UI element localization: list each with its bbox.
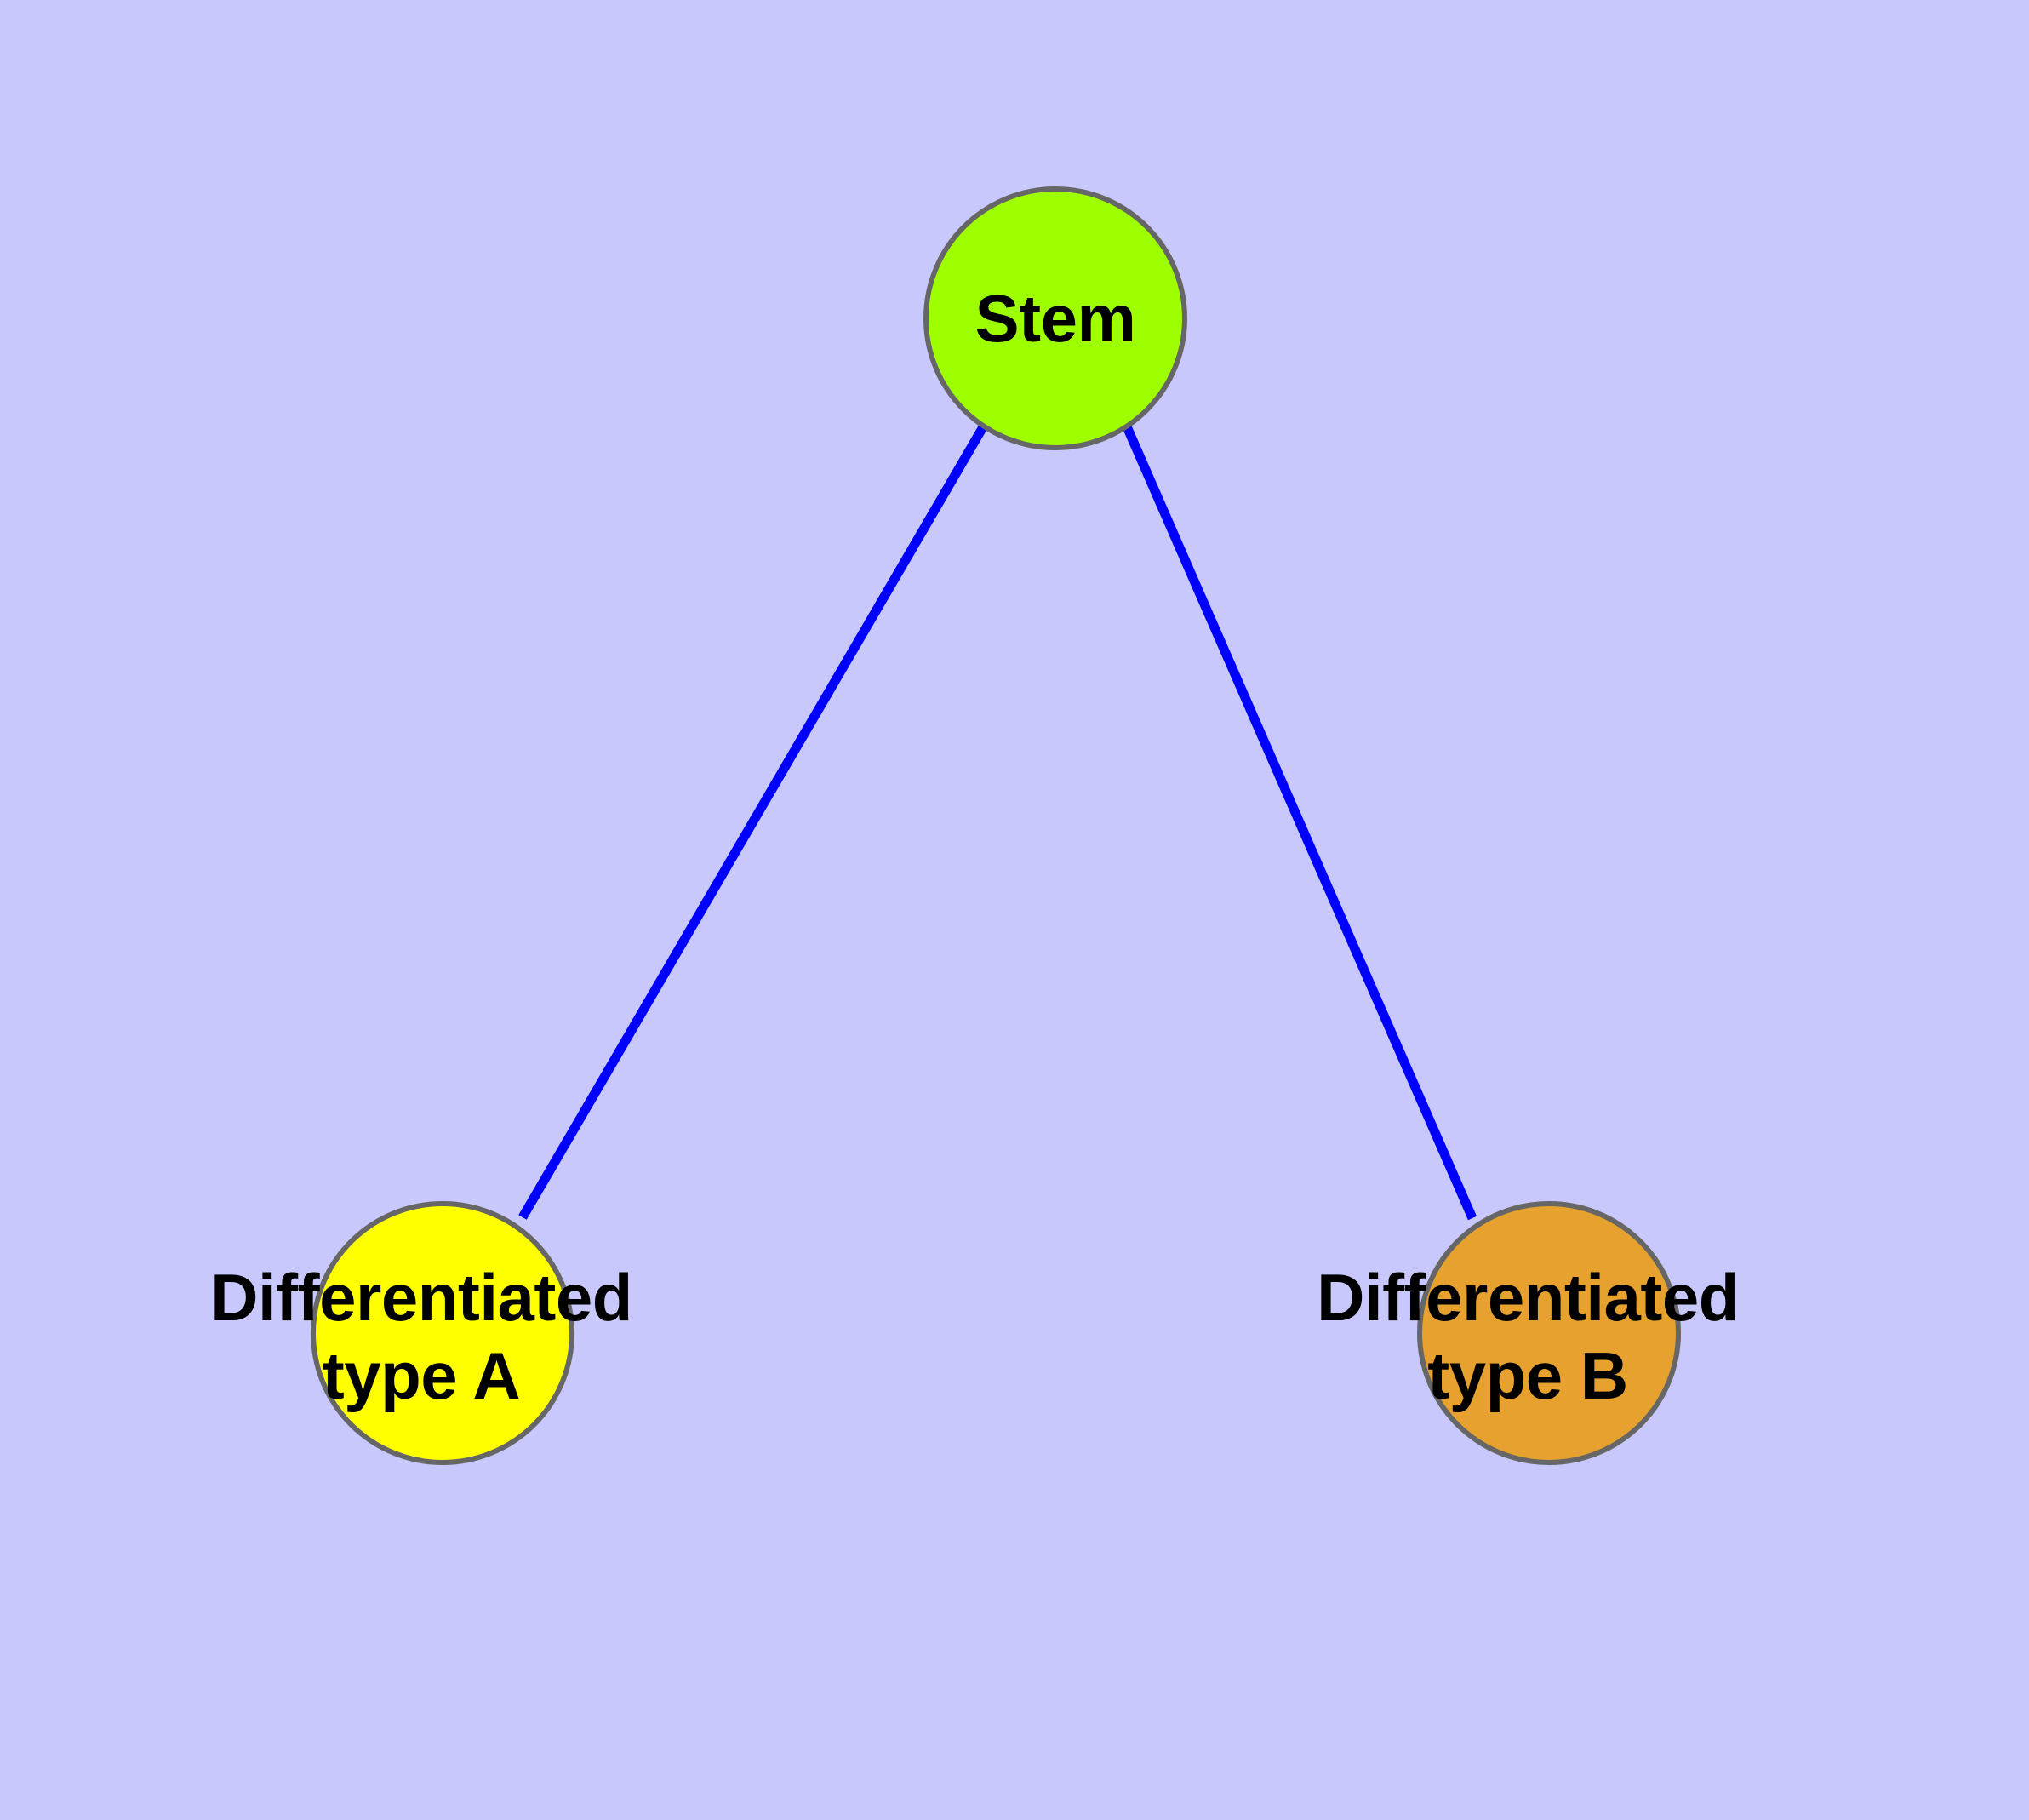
node-stem[interactable]: [923, 186, 1187, 450]
edge-stem-to-differentiated-b[interactable]: [1121, 422, 1477, 1221]
node-differentiated-type-b[interactable]: [1417, 1201, 1681, 1465]
node-layer: [311, 186, 1681, 1465]
edge-layer: [518, 422, 1477, 1221]
edge-stem-to-differentiated-a[interactable]: [518, 423, 988, 1220]
node-differentiated-type-a[interactable]: [311, 1201, 574, 1465]
